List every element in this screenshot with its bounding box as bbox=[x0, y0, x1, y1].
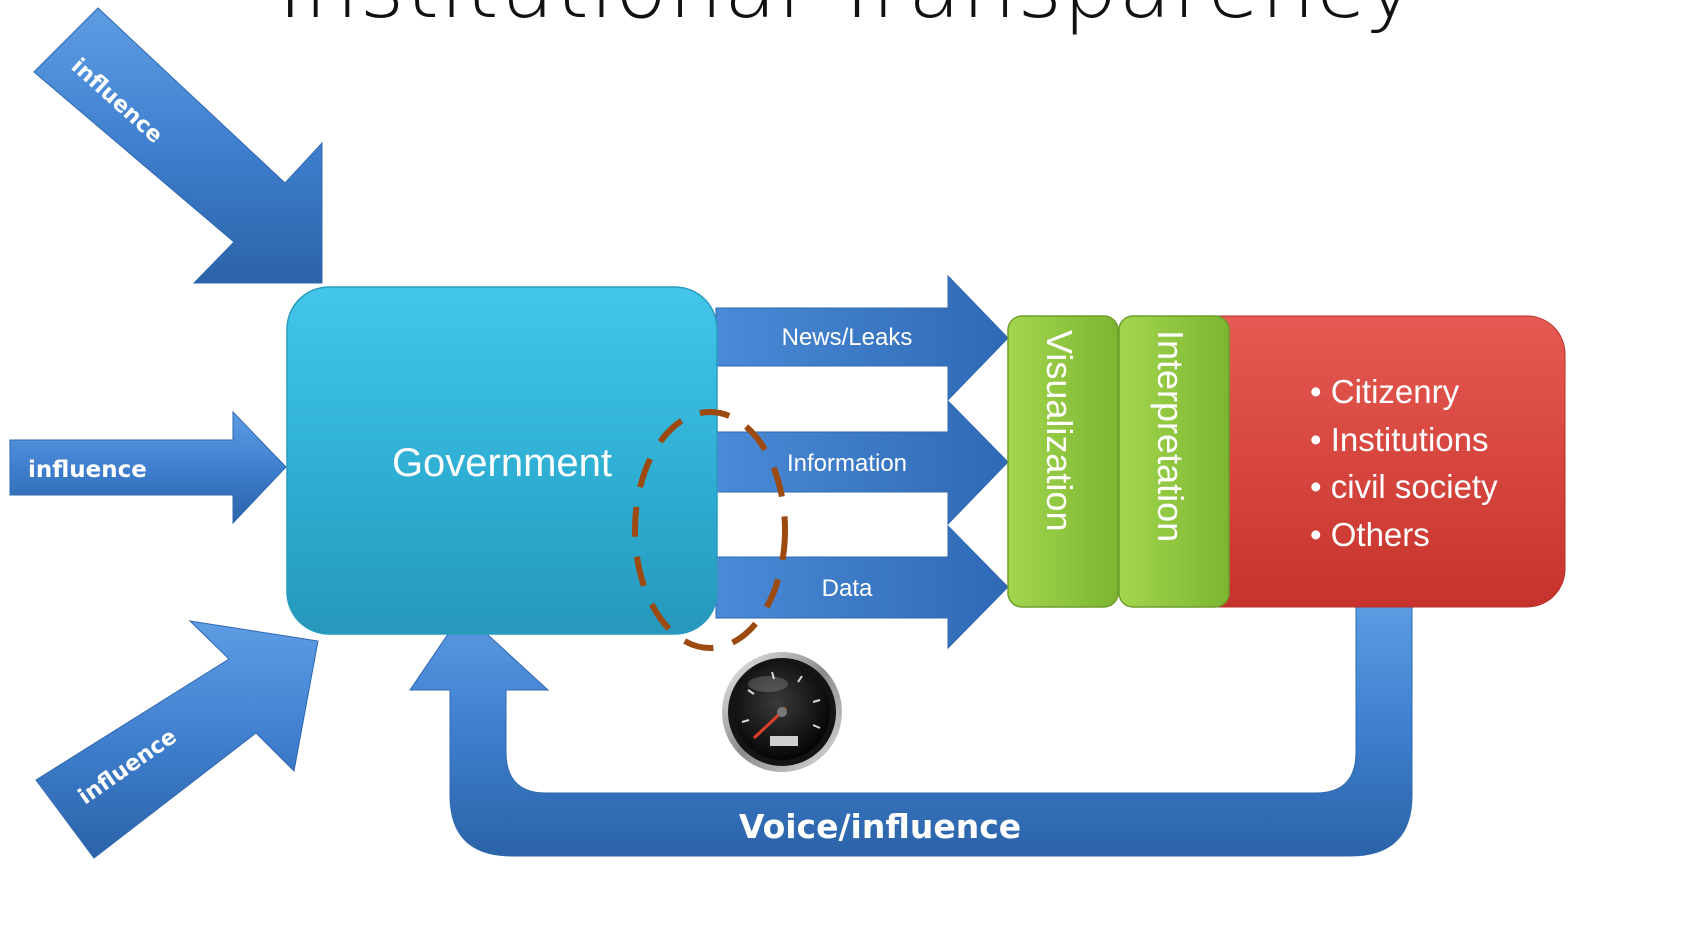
highlight-dashed-circle bbox=[632, 409, 788, 651]
flow-arrow-news-leaks: News/Leaks bbox=[715, 274, 1009, 402]
flow-label-data: Data bbox=[822, 575, 873, 602]
influence-label-left: influence bbox=[28, 457, 147, 483]
interpretation-label: Interpretation bbox=[1150, 330, 1191, 542]
influence-arrow-bottom-left: influence bbox=[35, 620, 319, 859]
visualization-stage: Visualization bbox=[1007, 315, 1119, 608]
government-box: Government bbox=[286, 286, 718, 635]
flow-label-news-leaks: News/Leaks bbox=[782, 324, 913, 351]
audience-item-civil-society: • civil society bbox=[1310, 468, 1498, 505]
flow-arrow-data: Data bbox=[715, 524, 1009, 650]
audience-item-citizenry: • Citizenry bbox=[1310, 373, 1460, 410]
audience-box: • Citizenry • Institutions • civil socie… bbox=[1179, 315, 1566, 608]
voice-influence-feedback-arrow: Voice/influence bbox=[409, 599, 1413, 857]
fuel-gauge-icon bbox=[722, 652, 842, 772]
influence-arrow-top-left: influence bbox=[33, 7, 323, 284]
interpretation-stage: Interpretation bbox=[1118, 315, 1230, 608]
visualization-label: Visualization bbox=[1039, 330, 1080, 531]
flow-label-information: Information bbox=[787, 450, 907, 477]
influence-arrow-left: influence bbox=[9, 410, 287, 525]
audience-list: • Citizenry • Institutions • civil socie… bbox=[1310, 373, 1498, 553]
government-label: Government bbox=[392, 441, 612, 485]
slide-title: Institutional Transparency bbox=[0, 0, 1694, 38]
flow-arrow-information: Information bbox=[715, 399, 1009, 526]
audience-item-others: • Others bbox=[1310, 516, 1430, 553]
audience-item-institutions: • Institutions bbox=[1310, 421, 1488, 458]
voice-influence-label: Voice/influence bbox=[739, 807, 1021, 846]
